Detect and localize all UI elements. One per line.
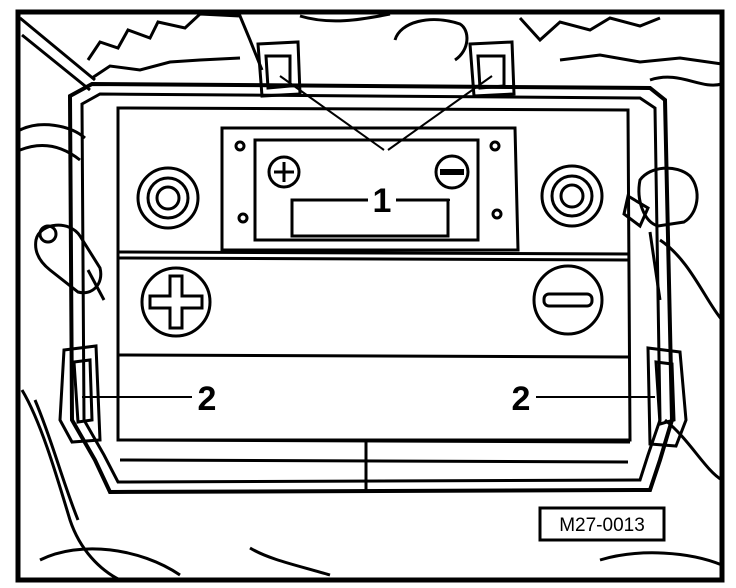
hold-down-clip-right bbox=[646, 346, 688, 448]
battery-tray bbox=[67, 81, 675, 495]
minus-symbol-icon bbox=[532, 264, 604, 336]
clamp-bracket-right bbox=[468, 40, 516, 98]
clamp-bracket-left bbox=[256, 40, 302, 98]
callout-label-2-right: 2 bbox=[512, 380, 531, 418]
leader-lines bbox=[82, 75, 655, 398]
minus-symbol-icon bbox=[434, 154, 470, 190]
plus-symbol-icon bbox=[140, 266, 212, 338]
figure-id-box: M27-0013 bbox=[538, 506, 666, 542]
cable-connector-right bbox=[622, 166, 699, 301]
figure-id-label: M27-0013 bbox=[559, 515, 645, 536]
cable-connector-left bbox=[34, 223, 106, 301]
callout-label-2-left: 2 bbox=[198, 380, 217, 418]
terminal-post-left bbox=[136, 166, 200, 230]
battery-body bbox=[116, 106, 632, 490]
plus-symbol-icon bbox=[267, 155, 301, 189]
callout-label-1: 1 bbox=[373, 182, 392, 220]
terminal-post-right bbox=[540, 164, 604, 228]
hold-down-clip-left bbox=[58, 344, 102, 444]
